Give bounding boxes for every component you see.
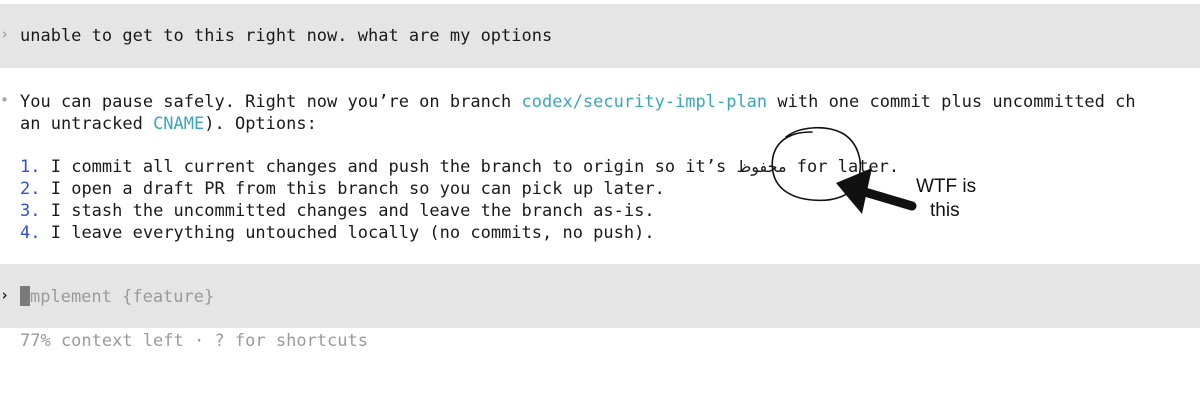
arrow-shaft xyxy=(853,185,917,211)
option-number: 4. xyxy=(20,223,41,243)
prompt-chevron-icon: › xyxy=(0,25,10,43)
option-number: 3. xyxy=(20,201,41,221)
assistant-line-1-end: with one commit plus uncommitted ch xyxy=(767,92,1136,112)
assistant-line-2-end: ). Options: xyxy=(204,114,317,134)
option-text: I leave everything untouched locally (no… xyxy=(50,223,655,243)
cname-file-link[interactable]: CNAME xyxy=(153,114,205,134)
composer-chevron-icon: › xyxy=(0,286,10,304)
option-text-start: I commit all current changes and push th… xyxy=(50,157,737,177)
user-message-text: unable to get to this right now. what ar… xyxy=(20,26,553,46)
option-text: I stash the uncommitted changes and leav… xyxy=(50,201,655,221)
user-message-block: › unable to get to this right now. what … xyxy=(0,4,1200,68)
option-item-4: 4. I leave everything untouched locally … xyxy=(20,222,655,244)
annotation-text-line-1: WTF is xyxy=(916,176,977,197)
composer-placeholder: mplement {feature} xyxy=(30,287,215,307)
option-number: 2. xyxy=(20,179,41,199)
annotation-text-line-2: this xyxy=(930,200,960,221)
assistant-line-2-start: an untracked xyxy=(20,114,154,134)
option-item-2: 2. I open a draft PR from this branch so… xyxy=(20,178,665,200)
option-item-1: 1. I commit all current changes and push… xyxy=(20,156,899,178)
assistant-line-1-start: You can pause safely. Right now you’re o… xyxy=(20,92,522,112)
assistant-line-1: You can pause safely. Right now you’re o… xyxy=(20,91,1136,113)
assistant-line-2: an untracked CNAME). Options: xyxy=(20,113,317,135)
text-cursor xyxy=(20,286,30,306)
option-item-3: 3. I stash the uncommitted changes and l… xyxy=(20,200,655,222)
composer-field[interactable]: mplement {feature} xyxy=(20,286,214,308)
option-text-end: for later. xyxy=(786,157,900,177)
option-text: I open a draft PR from this branch so yo… xyxy=(50,179,665,199)
bullet-icon: • xyxy=(0,91,10,109)
option-number: 1. xyxy=(20,157,41,177)
status-bar-text: 77% context left · ? for shortcuts xyxy=(20,331,368,351)
branch-name-link[interactable]: codex/security-impl-plan xyxy=(521,92,768,112)
composer-input[interactable]: › mplement {feature} xyxy=(0,264,1200,328)
arabic-word: محفوظ xyxy=(736,157,787,176)
